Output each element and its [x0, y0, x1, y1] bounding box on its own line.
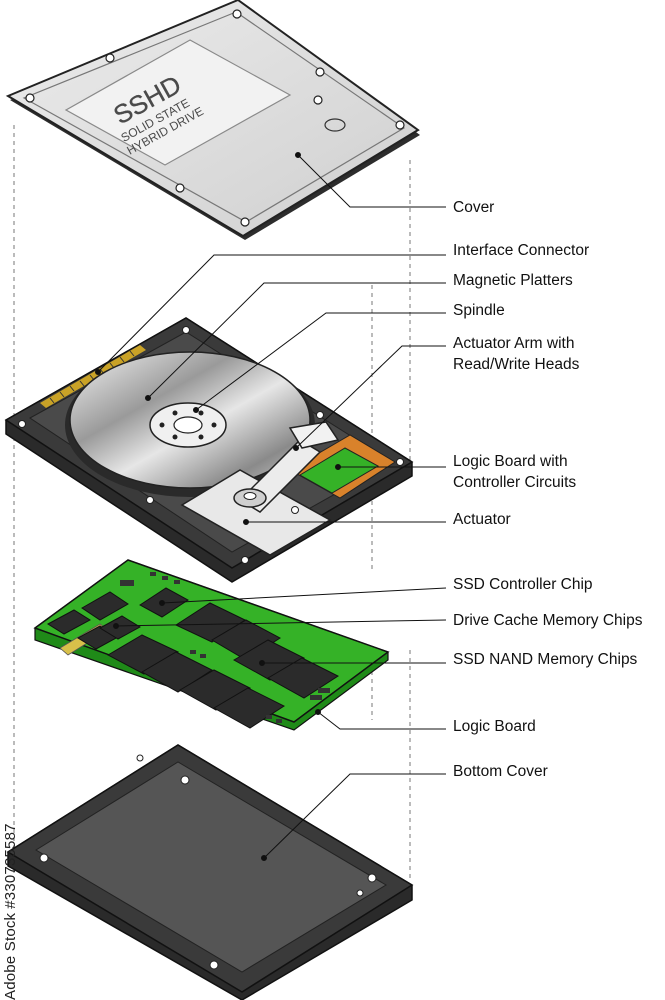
label-actuator-arm: Actuator Arm with Read/Write Heads	[453, 335, 580, 373]
label-logic-board-controller: Logic Board with Controller Circuits	[453, 453, 577, 491]
label-actuator: Actuator	[453, 511, 511, 528]
label-ssd-controller-chip: SSD Controller Chip	[453, 576, 593, 593]
cover-label-sticker	[64, 39, 292, 166]
top-cover: SSHD SOLID STATE HYBRID DRIVE	[5, 0, 420, 240]
ssd-logic-board	[33, 559, 390, 731]
label-cover: Cover	[453, 199, 495, 216]
stock-watermark: Adobe Stock #330735587	[2, 819, 19, 1000]
label-interface-connector: Interface Connector	[453, 242, 590, 259]
bottom-cover	[6, 744, 414, 1000]
label-drive-cache: Drive Cache Memory Chips	[453, 612, 643, 629]
watermark-brand: Adobe Stock	[2, 912, 19, 1000]
hdd-body	[4, 317, 414, 583]
label-spindle: Spindle	[453, 302, 505, 319]
logic-board-controller	[299, 447, 380, 494]
label-ssd-nand: SSD NAND Memory Chips	[453, 651, 638, 668]
label-magnetic-platters: Magnetic Platters	[453, 272, 573, 289]
leader-lines	[95, 152, 447, 861]
label-bottom-cover: Bottom Cover	[453, 763, 548, 780]
watermark-id: #330735587	[2, 823, 19, 909]
interface-connector-pins	[40, 345, 146, 408]
actuator-plate	[180, 469, 332, 556]
label-logic-board: Logic Board	[453, 718, 536, 735]
